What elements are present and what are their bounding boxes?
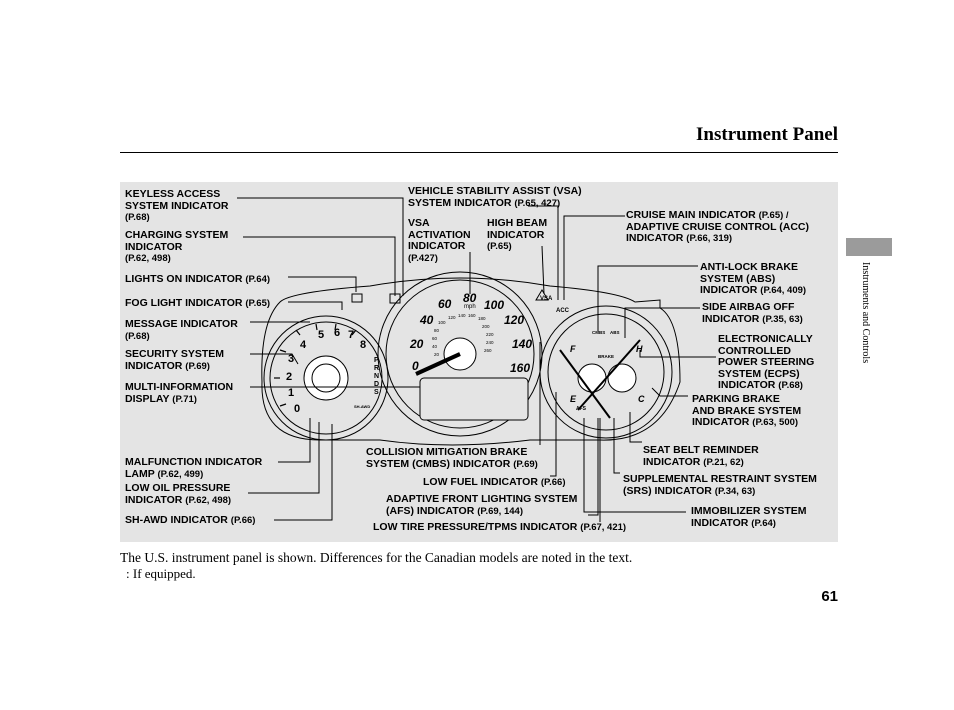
label-cruise-main: CRUISE MAIN INDICATOR (P.65) / ADAPTIVE … <box>626 209 809 244</box>
km-num-60: 60 <box>432 336 438 341</box>
section-tab-marker <box>846 238 892 256</box>
km-num-120: 120 <box>448 315 456 320</box>
vsa-icon: VSA <box>540 296 553 302</box>
fuel-empty-mark: E <box>570 394 577 404</box>
speed-num-40: 40 <box>419 313 434 327</box>
km-num-260: 260 <box>484 348 492 353</box>
gear-r: R <box>374 365 379 372</box>
tach-num-0: 0 <box>294 403 300 415</box>
km-num-240: 240 <box>486 340 494 345</box>
figure-caption: The U.S. instrument panel is shown. Diff… <box>120 550 633 565</box>
equipment-note: : If equipped. <box>126 566 196 581</box>
section-tab-label: Instruments and Controls <box>860 262 871 364</box>
temp-hot-mark: H <box>636 344 643 354</box>
cmbs-icon: CMBS <box>592 330 605 335</box>
tach-num-7: 7 <box>348 329 354 341</box>
fuel-full-mark: F <box>570 344 576 354</box>
temp-cold-mark: C <box>638 394 645 404</box>
gear-p: P <box>374 357 379 364</box>
sh-awd-icon: SH-AWD <box>354 404 370 409</box>
label-sh-awd: SH-AWD INDICATOR (P.66) <box>125 514 256 526</box>
cluster-outline <box>261 277 681 446</box>
page-title: Instrument Panel <box>696 124 838 145</box>
speed-num-140: 140 <box>512 337 532 351</box>
label-low-fuel: LOW FUEL INDICATOR (P.66) <box>423 476 566 488</box>
tach-num-5: 5 <box>318 329 324 341</box>
tach-num-2: 2 <box>286 371 292 383</box>
abs-icon: ABS <box>610 330 620 335</box>
instrument-panel-diagram: 4 5 6 7 8 3 2 1 0 P R N D S 60 80 100 40… <box>237 197 716 522</box>
gear-d: D <box>374 381 379 388</box>
tachometer-ring <box>263 315 389 441</box>
km-num-100: 100 <box>438 320 446 325</box>
km-num-200: 200 <box>482 324 490 329</box>
km-num-140: 140 <box>458 313 466 318</box>
gear-n: N <box>374 373 379 380</box>
speed-num-160: 160 <box>510 361 530 375</box>
label-vsa-system: VEHICLE STABILITY ASSIST (VSA)SYSTEM IND… <box>408 185 582 209</box>
tach-num-4: 4 <box>300 339 307 351</box>
tach-num-6: 6 <box>334 327 340 339</box>
afs-icon: AFS <box>576 406 587 412</box>
right-gauge-ring <box>539 305 673 439</box>
temp-gauge-hub <box>607 363 637 393</box>
leader-lines <box>237 197 716 522</box>
tach-num-3: 3 <box>288 353 294 365</box>
brake-icon: BRAKE <box>598 354 614 359</box>
page-number: 61 <box>821 588 838 605</box>
label-afs: ADAPTIVE FRONT LIGHTING SYSTEM(AFS) INDI… <box>386 493 578 517</box>
speed-num-60: 60 <box>438 297 452 311</box>
tachometer-hub <box>303 355 349 401</box>
label-lights-on: LIGHTS ON INDICATOR (P.64) <box>125 273 271 285</box>
km-num-220: 220 <box>486 332 494 337</box>
speed-num-80: 80 <box>463 291 477 305</box>
label-tpms: LOW TIRE PRESSURE/TPMS INDICATOR (P.67, … <box>373 521 627 533</box>
instrument-panel-figure: 4 5 6 7 8 3 2 1 0 P R N D S 60 80 100 40… <box>120 182 838 542</box>
km-num-20: 20 <box>434 352 440 357</box>
km-num-40: 40 <box>432 344 438 349</box>
label-srs: SUPPLEMENTAL RESTRAINT SYSTEM(SRS) INDIC… <box>623 473 817 497</box>
speed-num-120: 120 <box>504 313 524 327</box>
tach-num-1: 1 <box>288 387 294 399</box>
acc-icon: ACC <box>556 308 570 314</box>
tach-num-8: 8 <box>360 339 366 351</box>
speed-unit: mph <box>464 304 476 310</box>
speed-num-20: 20 <box>409 337 424 351</box>
speed-num-100: 100 <box>484 298 504 312</box>
tach-ticks <box>274 323 357 407</box>
multi-info-display-window <box>419 377 529 421</box>
fuel-gauge-hub <box>577 363 607 393</box>
km-num-180: 180 <box>478 316 486 321</box>
speed-num-0: 0 <box>412 359 419 373</box>
label-message: MESSAGE INDICATOR(P.68) <box>125 318 238 342</box>
gear-s: S <box>374 389 379 396</box>
title-rule <box>120 152 838 153</box>
label-fog-light: FOG LIGHT INDICATOR (P.65) <box>125 297 271 309</box>
km-num-80: 80 <box>434 328 440 333</box>
km-num-160: 160 <box>468 313 476 318</box>
